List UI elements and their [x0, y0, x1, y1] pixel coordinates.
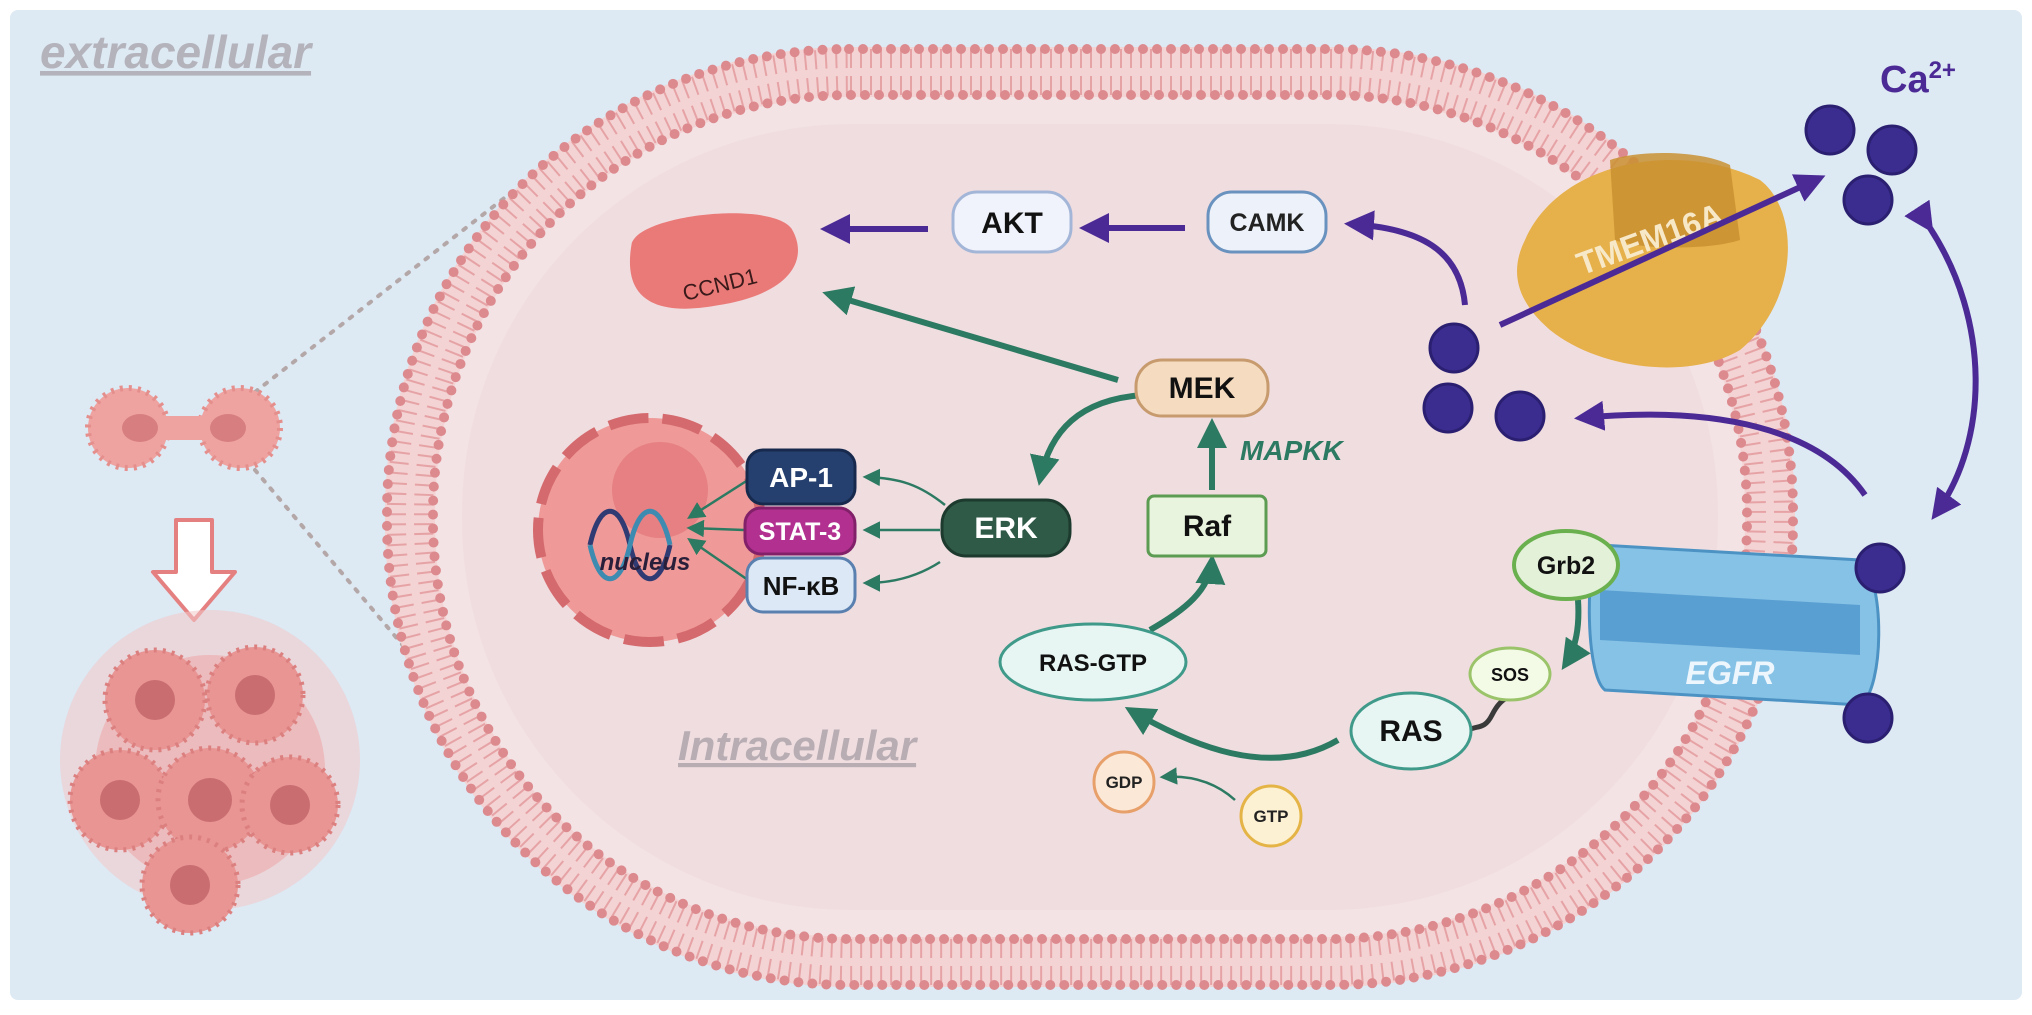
mek-label: MEK: [1169, 372, 1236, 405]
gtp-node: [1239, 784, 1303, 848]
ras-label: RAS: [1379, 715, 1442, 748]
erk-label: ERK: [974, 512, 1038, 545]
erk-node: [940, 498, 1072, 558]
gdp-label: GDP: [1106, 773, 1143, 792]
mek-to-ccnd1-arrow: [822, 286, 1119, 383]
mek-to-erk-arrow: [1030, 392, 1143, 486]
nucleus-label: nucleus: [600, 549, 691, 576]
nfkb-label: NF-κB: [763, 571, 840, 601]
tmem16a-channel: [1517, 153, 1788, 368]
intracellular-label: Intracellular: [678, 722, 919, 769]
camk-label: CAMK: [1230, 209, 1305, 237]
grb2-label: Grb2: [1537, 552, 1595, 580]
rasgtp-label: RAS-GTP: [1039, 650, 1147, 677]
calcium-ion: [1842, 692, 1894, 744]
raf-node: [1146, 494, 1268, 558]
dividing-cell-icon: [85, 385, 283, 471]
akt-node: [951, 190, 1073, 254]
calcium-ion: [1422, 382, 1474, 434]
ap1-label: AP-1: [769, 462, 833, 493]
calcium-label: Ca2+: [1880, 57, 1956, 101]
sos-label: SOS: [1491, 665, 1529, 685]
camk-node: [1206, 190, 1328, 254]
ras-to-rasgtp-arrow: [1124, 706, 1340, 761]
tumor-cluster-icon: [60, 610, 360, 936]
purple-arrows: [820, 174, 1979, 520]
down-arrow-icon: [151, 518, 237, 622]
extracellular-label: extracellular: [40, 26, 313, 78]
gtp-label: GTP: [1254, 807, 1289, 826]
calcium-exchange-arrow: [1904, 199, 1979, 520]
calcium-through-tmem16a-arrow: [1498, 174, 1826, 328]
nfkb-to-dna-arrow: [687, 538, 749, 582]
mek-node: [1134, 358, 1270, 418]
akt-label: AKT: [981, 207, 1043, 240]
calcium-ion: [1494, 390, 1546, 442]
gtp-to-gdp-arrow: [1159, 767, 1236, 801]
calcium-ion: [1854, 542, 1906, 594]
green-thin-arrows: [686, 468, 1236, 801]
zoom-line-top: [253, 176, 532, 394]
stat3-label: STAT-3: [759, 518, 841, 546]
gdp-node: [1092, 750, 1156, 814]
rasgtp-node: [998, 622, 1188, 702]
raf-label: Raf: [1183, 510, 1232, 543]
ap1-node: [745, 448, 857, 506]
mapkk-label: MAPKK: [1240, 435, 1344, 466]
ras-node: [1349, 691, 1473, 771]
grb2-to-sos-arrow: [1561, 599, 1591, 670]
green-arrows: [822, 286, 1591, 761]
ccnd1-node: [630, 213, 798, 309]
stat3-to-dna-arrow: [686, 519, 745, 538]
calcium-ion: [1804, 104, 1856, 156]
stat3-node: [743, 506, 857, 556]
calcium-ion: [1842, 174, 1894, 226]
egfr-label: EGFR: [1686, 655, 1775, 691]
erk-to-nfkb-arrow: [862, 560, 941, 592]
grb2-node: [1512, 529, 1620, 601]
egfr-to-calcium-arrow: [1574, 400, 1868, 497]
calcium-ions: [1422, 104, 1918, 744]
calcium-ion: [1866, 124, 1918, 176]
sos-node: [1468, 646, 1552, 702]
ap1-to-dna-arrow: [687, 478, 749, 519]
calcium-to-camk-arrow: [1344, 210, 1468, 306]
nfkb-node: [745, 556, 857, 614]
erk-to-ap1-arrow: [862, 468, 946, 506]
rasgtp-to-raf-arrow: [1148, 554, 1226, 633]
calcium-ion: [1428, 322, 1480, 374]
egfr-receptor: [1587, 543, 1881, 707]
